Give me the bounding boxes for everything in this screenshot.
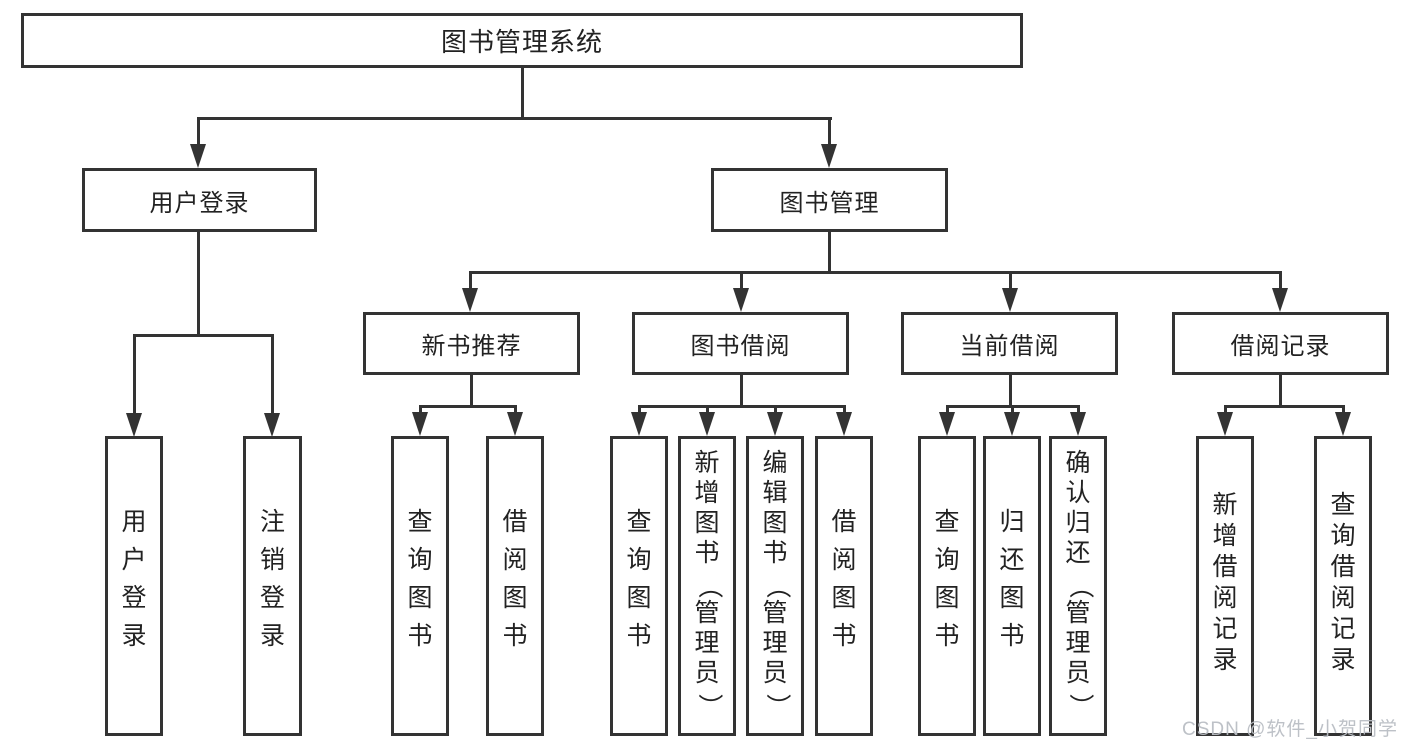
node-new-book-recommend: 新书推荐 <box>363 312 580 375</box>
node-borrow-record-label: 借阅记录 <box>1230 333 1331 360</box>
leaf-confirm-return-admin-label: 确认归还（管理员） <box>1065 449 1095 719</box>
connector-line <box>469 271 472 289</box>
watermark: CSDN @软件_小贺同学 <box>1182 719 1398 740</box>
leaf-query-book-borrow-label: 查询图书 <box>626 508 652 650</box>
leaf-borrow-book-recommend-label: 借阅图书 <box>502 508 528 650</box>
arrow-down-icon <box>1004 412 1020 436</box>
connector-line <box>133 334 136 414</box>
arrow-down-icon <box>1217 412 1233 436</box>
node-root: 图书管理系统 <box>21 13 1023 68</box>
connector-line <box>946 405 949 414</box>
connector-line <box>638 405 641 414</box>
leaf-query-book-borrow: 查询图书 <box>610 436 668 736</box>
connector-line <box>521 68 524 118</box>
connector-line <box>1342 405 1345 414</box>
connector-line <box>419 405 422 414</box>
connector-line <box>470 375 473 407</box>
arrow-down-icon <box>699 412 715 436</box>
connector-line <box>740 271 743 289</box>
leaf-add-book-admin: 新增图书（管理员） <box>678 436 736 736</box>
connector-line <box>638 405 846 408</box>
node-book-borrow: 图书借阅 <box>632 312 849 375</box>
leaf-user-login: 用户登录 <box>105 436 163 736</box>
leaf-add-borrow-record: 新增借阅记录 <box>1196 436 1254 736</box>
connector-line <box>197 117 200 145</box>
node-user-login-label: 用户登录 <box>149 189 250 217</box>
arrow-down-icon <box>264 413 280 437</box>
connector-line <box>828 117 831 145</box>
arrow-down-icon <box>1002 288 1018 312</box>
arrow-down-icon <box>1335 412 1351 436</box>
arrow-down-icon <box>462 288 478 312</box>
node-book-management: 图书管理 <box>711 168 948 232</box>
arrow-down-icon <box>1272 288 1288 312</box>
connector-line <box>469 271 1282 274</box>
arrow-down-icon <box>767 412 783 436</box>
connector-line <box>828 232 831 273</box>
leaf-add-borrow-record-label: 新增借阅记录 <box>1212 491 1238 674</box>
node-user-login: 用户登录 <box>82 168 317 232</box>
node-book-management-label: 图书管理 <box>779 189 880 217</box>
connector-line <box>1224 405 1345 408</box>
connector-line <box>197 117 832 120</box>
arrow-down-icon <box>412 412 428 436</box>
leaf-borrow-book: 借阅图书 <box>815 436 873 736</box>
leaf-logout-label: 注销登录 <box>259 508 285 650</box>
connector-line <box>271 334 274 414</box>
leaf-query-book-recommend: 查询图书 <box>391 436 449 736</box>
leaf-return-book-label: 归还图书 <box>999 508 1025 650</box>
connector-line <box>197 232 200 336</box>
leaf-query-book-current-label: 查询图书 <box>934 508 960 650</box>
leaf-return-book: 归还图书 <box>983 436 1041 736</box>
leaf-borrow-book-label: 借阅图书 <box>831 508 857 650</box>
node-new-book-recommend-label: 新书推荐 <box>421 333 522 360</box>
node-borrow-record: 借阅记录 <box>1172 312 1389 375</box>
node-current-borrow: 当前借阅 <box>901 312 1118 375</box>
leaf-borrow-book-recommend: 借阅图书 <box>486 436 544 736</box>
connector-line <box>843 405 846 414</box>
arrow-down-icon <box>821 144 837 168</box>
connector-line <box>419 405 517 408</box>
arrow-down-icon <box>939 412 955 436</box>
connector-line <box>740 375 743 407</box>
arrow-down-icon <box>507 412 523 436</box>
connector-line <box>1279 271 1282 289</box>
connector-line <box>1009 271 1012 289</box>
connector-line <box>1224 405 1227 414</box>
arrow-down-icon <box>631 412 647 436</box>
connector-line <box>1279 375 1282 407</box>
leaf-query-book-current: 查询图书 <box>918 436 976 736</box>
connector-line <box>514 405 517 414</box>
node-current-borrow-label: 当前借阅 <box>959 333 1060 360</box>
leaf-query-borrow-record-label: 查询借阅记录 <box>1330 491 1356 674</box>
connector-line <box>1011 405 1014 414</box>
arrow-down-icon <box>126 413 142 437</box>
leaf-user-login-label: 用户登录 <box>121 508 147 650</box>
connector-line <box>1077 405 1080 414</box>
leaf-edit-book-admin-label: 编辑图书（管理员） <box>762 449 792 719</box>
arrow-down-icon <box>1070 412 1086 436</box>
arrow-down-icon <box>733 288 749 312</box>
connector-line <box>1009 375 1012 407</box>
leaf-logout: 注销登录 <box>243 436 302 736</box>
connector-line <box>706 405 709 414</box>
connector-line <box>774 405 777 414</box>
node-root-label: 图书管理系统 <box>440 27 603 57</box>
leaf-query-borrow-record: 查询借阅记录 <box>1314 436 1372 736</box>
leaf-confirm-return-admin: 确认归还（管理员） <box>1049 436 1107 736</box>
leaf-edit-book-admin: 编辑图书（管理员） <box>746 436 804 736</box>
arrow-down-icon <box>190 144 206 168</box>
connector-line <box>133 334 274 337</box>
leaf-query-book-recommend-label: 查询图书 <box>407 508 433 650</box>
node-book-borrow-label: 图书借阅 <box>690 333 791 360</box>
arrow-down-icon <box>836 412 852 436</box>
leaf-add-book-admin-label: 新增图书（管理员） <box>694 449 724 719</box>
